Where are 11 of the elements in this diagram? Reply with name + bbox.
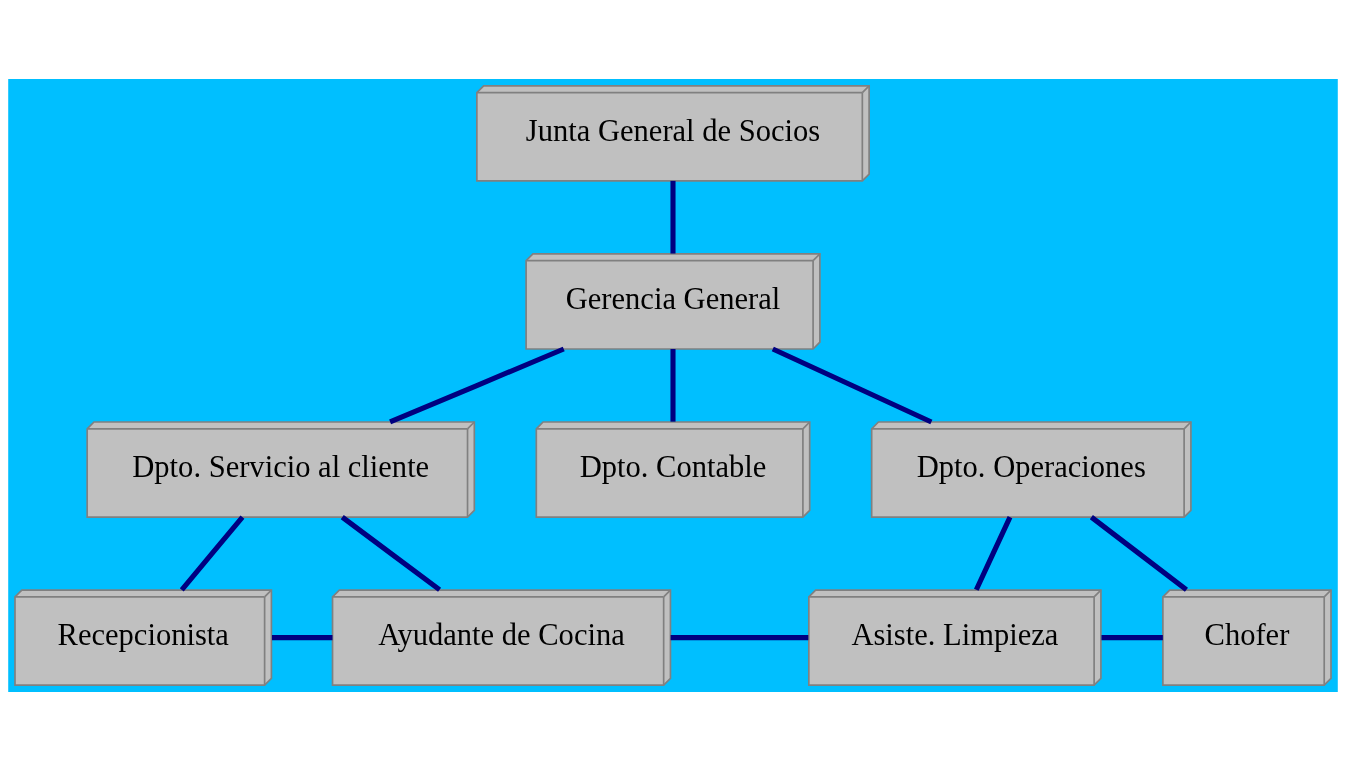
connector	[670, 349, 676, 422]
connector	[389, 346, 565, 425]
connector	[670, 635, 809, 641]
connector	[771, 346, 933, 425]
connector	[340, 515, 442, 592]
connector	[670, 180, 676, 254]
connector	[974, 516, 1013, 591]
connector	[271, 635, 333, 641]
connector	[1089, 515, 1188, 592]
connector	[179, 515, 245, 592]
connector	[1101, 635, 1163, 641]
